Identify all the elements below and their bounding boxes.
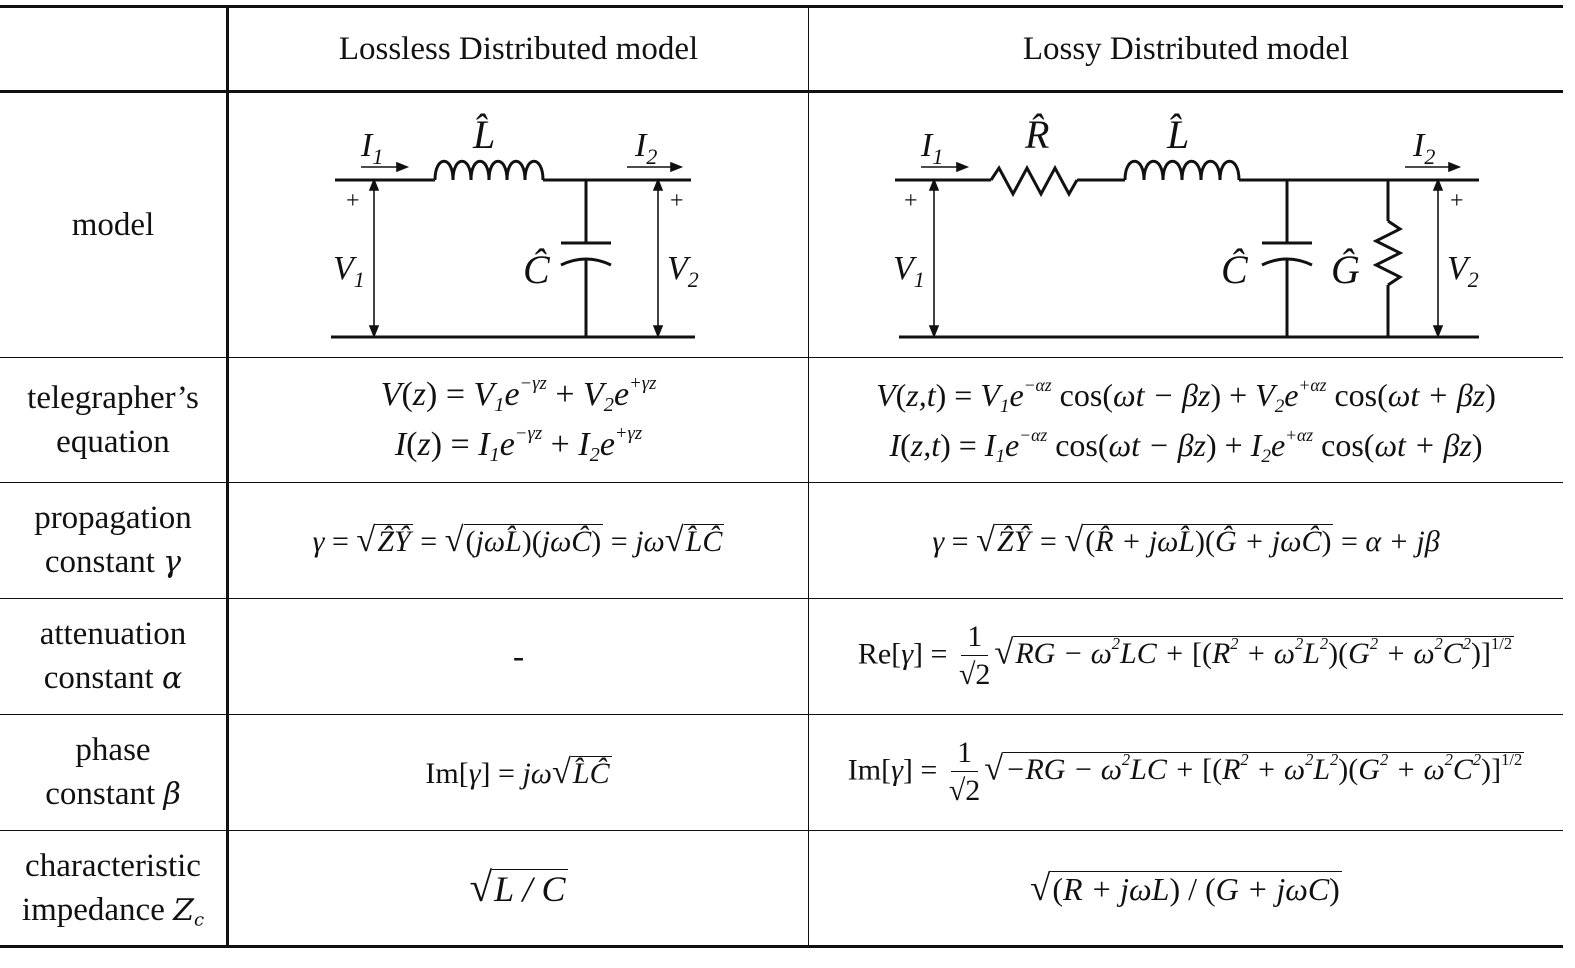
rule-col bbox=[808, 5, 809, 948]
lossy-circuit-diagram: I1 I2 R̂ L̂ Ĉ Ĝ V1 V2 + + bbox=[893, 112, 1479, 339]
v2-label: V2 bbox=[667, 250, 699, 292]
gamma-symbol: γ bbox=[163, 545, 182, 580]
row-label-model: model bbox=[0, 93, 226, 357]
lossy-propagation-constant: γ = √ẐŶ = √(R̂ + jωL̂)(Ĝ + jωĈ) = α + jβ bbox=[932, 520, 1440, 559]
rule-row bbox=[0, 830, 1563, 831]
row-label-line: impedance Zc bbox=[21, 891, 205, 930]
rule-row bbox=[0, 357, 1563, 358]
header-lossless: Lossless Distributed model bbox=[338, 30, 699, 67]
lossy-phase-constant: Im[γ] = 1√2√−RG − ω2LC + [(R2 + ω2L2)(G2… bbox=[847, 736, 1525, 807]
i1-label: I1 bbox=[920, 127, 943, 169]
inductor-label: L̂ bbox=[472, 112, 495, 157]
row-label-line: propagation bbox=[34, 500, 192, 536]
header-lossy: Lossy Distributed model bbox=[1022, 30, 1350, 67]
z-symbol: Zc bbox=[173, 892, 205, 930]
lossless-circuit-diagram: I1 I2 L̂ Ĉ V1 V2 + + bbox=[331, 112, 699, 339]
i1-label: I1 bbox=[360, 127, 383, 169]
row-label-attenuation: attenuation constant α bbox=[0, 599, 226, 714]
rule-bottom bbox=[0, 945, 1563, 948]
row-label-propagation: propagation constant γ bbox=[0, 483, 226, 598]
beta-symbol: β bbox=[163, 777, 181, 812]
lossless-propagation-constant: γ = √ẐŶ = √(jωL̂)(jωĈ) = jω√L̂Ĉ bbox=[312, 520, 725, 559]
rule-row bbox=[0, 482, 1563, 483]
rule-row bbox=[0, 714, 1563, 715]
v1-label: V1 bbox=[893, 250, 925, 292]
rule-row bbox=[0, 598, 1563, 599]
row-label-line: constant α bbox=[43, 660, 183, 696]
row-label-phase: phase constant β bbox=[0, 715, 226, 830]
capacitor-label: Ĉ bbox=[1221, 247, 1249, 292]
lossy-circuit-cell: I1 I2 R̂ L̂ Ĉ Ĝ V1 V2 + + bbox=[809, 93, 1563, 357]
lossy-telegrapher-equation: V(z,t) = V1e−αz cos(ωt − βz) + V2e+αz co… bbox=[876, 375, 1496, 467]
conductance-label: Ĝ bbox=[1331, 247, 1360, 292]
lossless-attenuation-constant: - bbox=[229, 599, 808, 714]
row-label-telegrapher: telegrapher’s equation bbox=[0, 358, 226, 482]
rule-top bbox=[0, 5, 1563, 8]
row-label-line: phase bbox=[75, 732, 151, 768]
plus-sign: + bbox=[346, 188, 360, 214]
plus-sign: + bbox=[670, 188, 684, 214]
row-label-line: telegrapher’s bbox=[27, 380, 199, 416]
plus-sign: + bbox=[904, 188, 918, 214]
row-label-text: model bbox=[71, 207, 155, 243]
resistor-label: R̂ bbox=[1024, 112, 1049, 157]
lossless-circuit-cell: I1 I2 L̂ Ĉ V1 V2 + + bbox=[229, 93, 808, 357]
row-label-line: attenuation bbox=[39, 616, 187, 652]
rule-header bbox=[0, 90, 1563, 93]
lossy-characteristic-impedance: √(R + jωL) / (G + jωC) bbox=[1030, 866, 1342, 908]
v1-label: V1 bbox=[333, 250, 365, 292]
plus-sign: + bbox=[1450, 188, 1464, 214]
i2-label: I2 bbox=[1412, 127, 1435, 169]
lossless-characteristic-impedance: √L / C bbox=[469, 864, 568, 910]
lossless-phase-constant: Im[γ] = jω√L̂Ĉ bbox=[425, 752, 612, 791]
row-label-line: constant β bbox=[45, 776, 181, 812]
lossless-telegrapher-equation: V(z) = V1e−γz + V2e+γz I(z) = I1e−γz + I… bbox=[380, 373, 657, 467]
inductor-label: L̂ bbox=[1166, 112, 1189, 157]
header-empty bbox=[0, 8, 226, 90]
lossy-attenuation-constant: Re[γ] = 1√2√RG − ω2LC + [(R2 + ω2L2)(G2 … bbox=[857, 620, 1515, 691]
v2-label: V2 bbox=[1447, 250, 1479, 292]
row-label-impedance: characteristic impedance Zc bbox=[0, 831, 226, 945]
not-applicable-dash: - bbox=[512, 637, 525, 675]
rule-col bbox=[226, 5, 229, 948]
row-label-line: constant γ bbox=[44, 544, 182, 580]
row-label-line: equation bbox=[56, 424, 170, 460]
row-label-line: characteristic bbox=[25, 847, 201, 884]
alpha-symbol: α bbox=[161, 661, 183, 696]
i2-label: I2 bbox=[634, 127, 657, 169]
capacitor-label: Ĉ bbox=[523, 247, 551, 292]
